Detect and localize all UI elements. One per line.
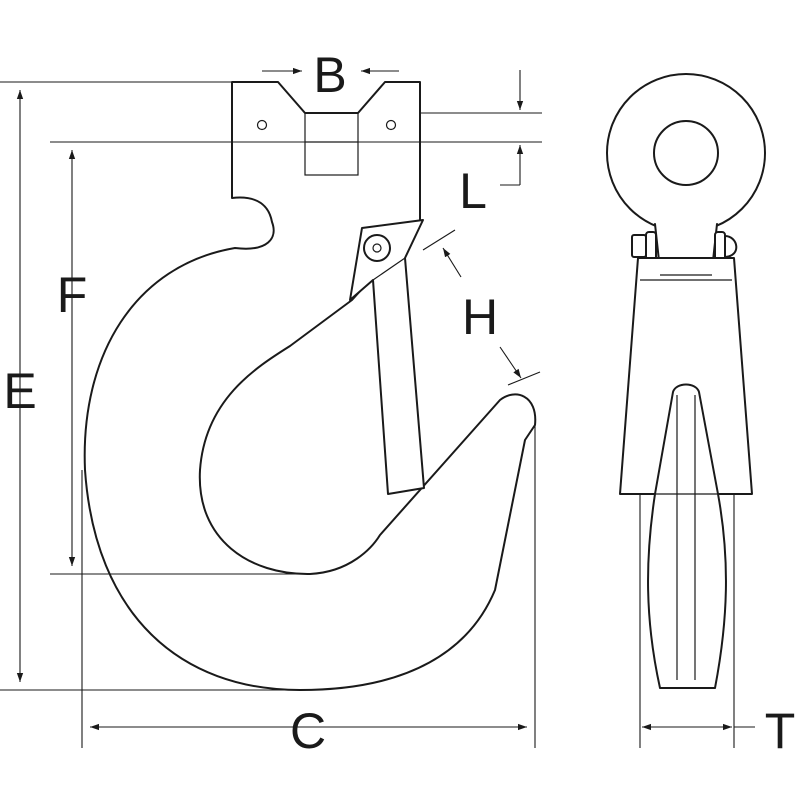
- label-c: C: [290, 703, 326, 759]
- dimension-lines: [0, 67, 755, 748]
- label-l: L: [459, 163, 487, 219]
- label-b: B: [313, 47, 346, 103]
- hook-front-view: [83, 81, 537, 691]
- label-t: T: [765, 703, 796, 759]
- eye-ring-inner: [653, 120, 719, 186]
- label-h: H: [462, 289, 498, 345]
- eye-ring-outer: [606, 73, 766, 233]
- pin-hole-right: [385, 119, 397, 131]
- hook-side-view: [606, 73, 766, 689]
- dimension-labels: B L F E H C T: [3, 47, 795, 759]
- hook-body-outline: [83, 81, 537, 691]
- safety-latch: [349, 219, 425, 495]
- pin-hole-left: [256, 119, 268, 131]
- label-f: F: [57, 267, 88, 323]
- label-e: E: [3, 363, 36, 419]
- latch-pivot: [363, 234, 391, 262]
- top-slot: [304, 112, 359, 176]
- bolt-left: [631, 234, 647, 258]
- side-body: [619, 257, 753, 495]
- bolt-right: [714, 231, 726, 261]
- side-blade: [647, 383, 727, 689]
